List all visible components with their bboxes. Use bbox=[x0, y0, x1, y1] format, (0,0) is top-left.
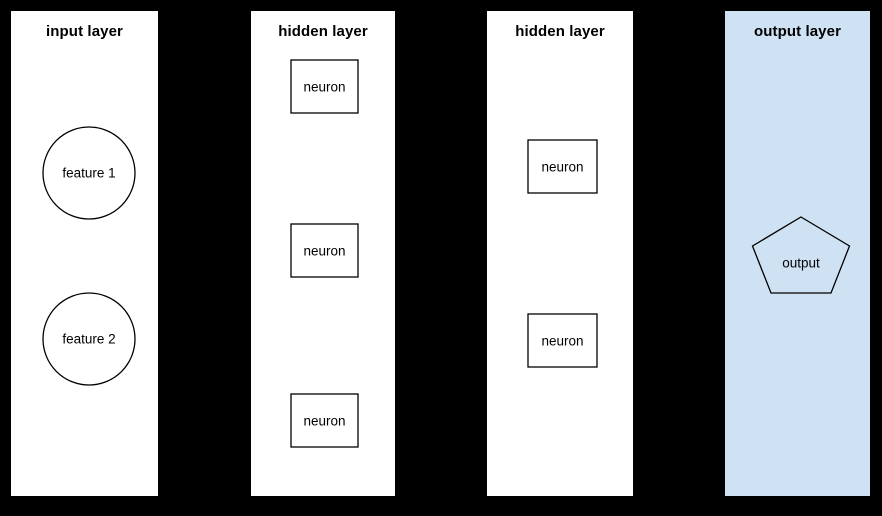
layer-title-hidden-layer-1: hidden layer bbox=[278, 23, 368, 40]
node-label-hidden1-neuron-3: neuron bbox=[303, 413, 346, 428]
layer-panel-input-layer: input layer bbox=[11, 11, 158, 496]
node-label-hidden2-neuron-1: neuron bbox=[541, 159, 584, 174]
layer-title-input-layer: input layer bbox=[46, 23, 123, 40]
node-label-output-node: output bbox=[782, 255, 820, 271]
node-label-hidden2-neuron-2: neuron bbox=[541, 333, 584, 348]
node-label-hidden1-neuron-2: neuron bbox=[303, 243, 346, 258]
layer-title-output-layer: output layer bbox=[753, 23, 842, 40]
layer-title-hidden-layer-2: hidden layer bbox=[515, 23, 605, 40]
node-label-hidden1-neuron-1: neuron bbox=[303, 79, 346, 94]
layer-panel-hidden-layer-2: hidden layer bbox=[487, 11, 633, 496]
node-label-feature-1: feature 1 bbox=[62, 165, 116, 181]
node-label-feature-2: feature 2 bbox=[62, 331, 116, 347]
